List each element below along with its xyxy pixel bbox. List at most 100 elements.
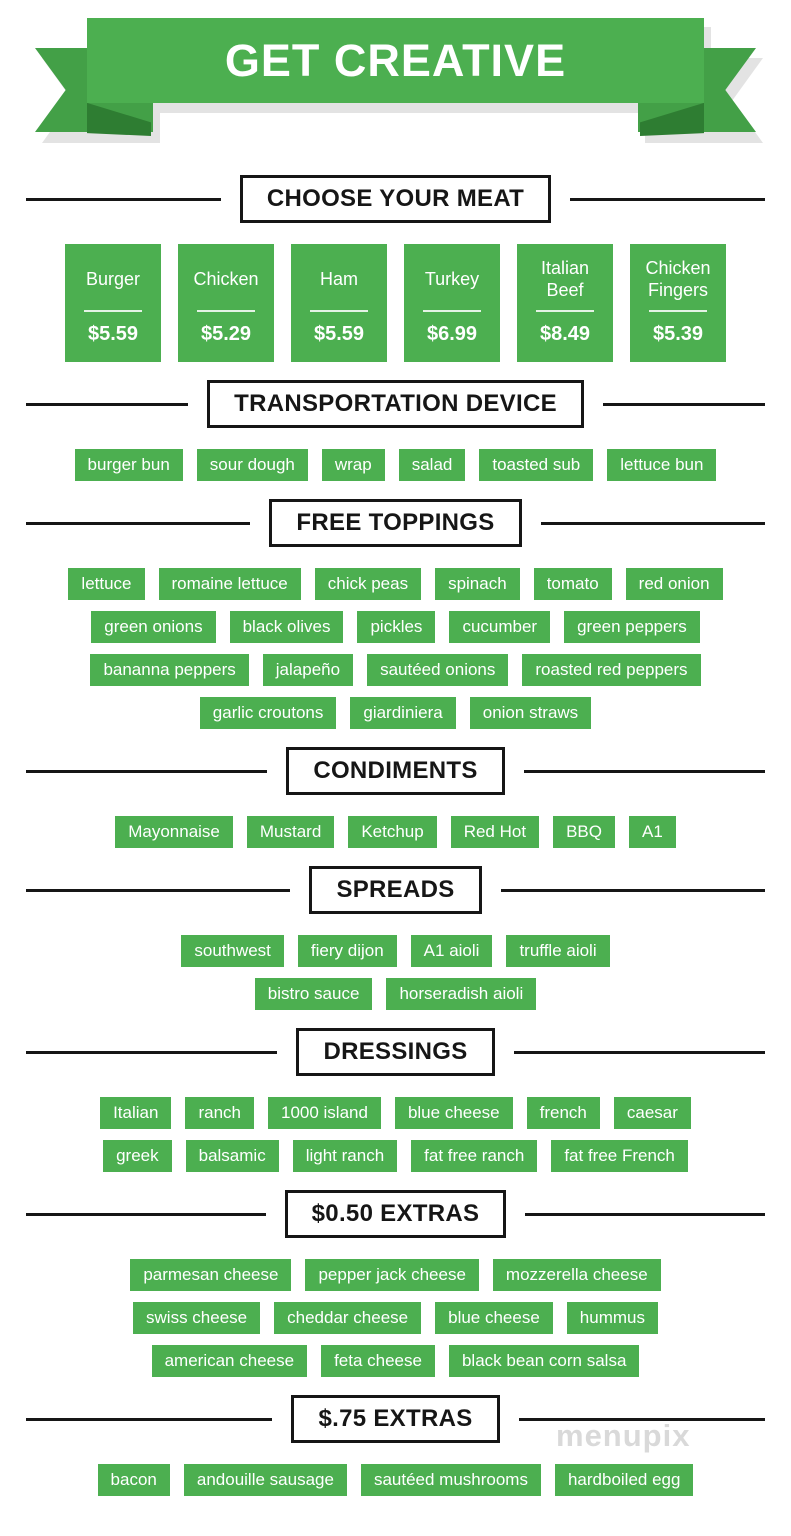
menu-item-pill: 1000 island (267, 1097, 381, 1129)
header-rule-right (518, 1417, 765, 1421)
section-rows: parmesan cheese pepper jack cheese mozze… (0, 1259, 791, 1377)
menu-item-pill: tomato (533, 568, 612, 600)
menu-item-pill: burger bun (74, 449, 183, 481)
header-rule-left (26, 769, 268, 773)
menu-item-pill: roasted red peppers (522, 654, 701, 686)
menu-item-pill: giardiniera (350, 697, 456, 729)
menu-section: $.75 EXTRAS bacon andouille sausage saut… (0, 1395, 791, 1496)
pill-row: bacon andouille sausage sautéed mushroom… (0, 1464, 791, 1496)
meat-divider (310, 310, 368, 312)
menu-item-pill: black olives (229, 611, 344, 643)
meat-price: $5.59 (87, 322, 139, 345)
pill-row: parmesan cheese pepper jack cheese mozze… (0, 1259, 791, 1291)
menu-item-pill: light ranch (292, 1140, 398, 1172)
pill-row: greek balsamic light ranch fat free ranc… (0, 1140, 791, 1172)
section-header: CONDIMENTS (26, 747, 765, 795)
menu-item-pill: fat free French (551, 1140, 688, 1172)
menu-item-pill: sautéed mushrooms (360, 1464, 541, 1496)
menu-section: SPREADS southwest fiery dijon A1 aioli t… (0, 866, 791, 1010)
section-title: FREE TOPPINGS (296, 509, 495, 536)
pill-row: bananna peppers jalapeño sautéed onions … (0, 654, 791, 686)
menu-item-pill: jalapeño (262, 654, 354, 686)
menu-item-pill: fat free ranch (411, 1140, 538, 1172)
menu-item-pill: black bean corn salsa (448, 1345, 640, 1377)
menu-item-pill: horseradish aioli (386, 978, 537, 1010)
meat-name: Turkey (424, 269, 480, 289)
menu-item-pill: caesar (613, 1097, 691, 1129)
section-title-box: DRESSINGS (296, 1028, 495, 1076)
section-rows: Burger $5.59 Chicken $5.29 Ham $5.59 Tur… (0, 244, 791, 362)
meat-divider (536, 310, 594, 312)
menu-item-pill: mozzerella cheese (492, 1259, 661, 1291)
menu-section: FREE TOPPINGS lettuce romaine lettuce ch… (0, 499, 791, 729)
menu-item-pill: BBQ (553, 816, 615, 848)
meat-price: $5.29 (200, 322, 252, 345)
menu-sections: CHOOSE YOUR MEAT Burger $5.59 Chicken $5… (0, 175, 791, 1496)
section-header: $0.50 EXTRAS (26, 1190, 765, 1238)
meat-card: Chicken $5.29 (178, 244, 274, 362)
menu-item-pill: blue cheese (435, 1302, 553, 1334)
menu-item-pill: southwest (181, 935, 284, 967)
header-rule-right (523, 769, 765, 773)
section-title-box: CHOOSE YOUR MEAT (239, 175, 552, 223)
meat-card: Turkey $6.99 (404, 244, 500, 362)
header-rule-right (513, 1050, 766, 1054)
header-rule-left (26, 888, 291, 892)
menu-item-pill: hummus (566, 1302, 658, 1334)
section-title: CHOOSE YOUR MEAT (266, 185, 525, 212)
menu-item-pill: ranch (185, 1097, 254, 1129)
section-rows: southwest fiery dijon A1 aioli truffle a… (0, 935, 791, 1010)
menu-item-pill: chick peas (314, 568, 422, 600)
pill-row: lettuce romaine lettuce chick peas spina… (0, 568, 791, 600)
menu-item-pill: green peppers (564, 611, 700, 643)
pill-row: burger bun sour dough wrap salad toasted… (0, 449, 791, 481)
section-title-box: CONDIMENTS (286, 747, 505, 795)
section-rows: Mayonnaise Mustard Ketchup Red Hot BBQ A… (0, 816, 791, 848)
menu-item-pill: cheddar cheese (274, 1302, 422, 1334)
header-rule-left (26, 1050, 278, 1054)
menu-item-pill: onion straws (469, 697, 592, 729)
menu-section: DRESSINGS Italian ranch 1000 island blue… (0, 1028, 791, 1172)
header-rule-right (525, 1212, 765, 1216)
menu-item-pill: pickles (357, 611, 436, 643)
meat-divider (649, 310, 707, 312)
menu-item-pill: bistro sauce (254, 978, 373, 1010)
pill-row: southwest fiery dijon A1 aioli truffle a… (0, 935, 791, 967)
menu-item-pill: Mayonnaise (115, 816, 233, 848)
section-rows: Italian ranch 1000 island blue cheese fr… (0, 1097, 791, 1172)
menu-item-pill: pepper jack cheese (305, 1259, 479, 1291)
menu-section: TRANSPORTATION DEVICE burger bun sour do… (0, 380, 791, 481)
pill-row: Mayonnaise Mustard Ketchup Red Hot BBQ A… (0, 816, 791, 848)
menu-item-pill: parmesan cheese (130, 1259, 292, 1291)
menu-item-pill: balsamic (185, 1140, 279, 1172)
section-header: DRESSINGS (26, 1028, 766, 1076)
menu-section: CHOOSE YOUR MEAT Burger $5.59 Chicken $5… (0, 175, 791, 362)
meat-name: Burger (85, 269, 141, 289)
menu-item-pill: Ketchup (348, 816, 437, 848)
menu-item-pill: wrap (321, 449, 385, 481)
menu-item-pill: greek (103, 1140, 172, 1172)
header-rule-left (26, 1212, 266, 1216)
menu-item-pill: lettuce (68, 568, 145, 600)
menu-item-pill: A1 aioli (410, 935, 493, 967)
pill-row: bistro sauce horseradish aioli (0, 978, 791, 1010)
section-title: SPREADS (336, 876, 455, 903)
meat-name: Chicken (193, 269, 259, 289)
menu-item-pill: green onions (91, 611, 216, 643)
poster-title: GET CREATIVE (224, 34, 567, 86)
menu-item-pill: sour dough (196, 449, 308, 481)
header-rule-left (26, 197, 221, 201)
menu-item-pill: feta cheese (321, 1345, 435, 1377)
section-header: $.75 EXTRAS (26, 1395, 765, 1443)
menu-item-pill: garlic croutons (199, 697, 337, 729)
meat-price: $8.49 (539, 322, 591, 345)
pill-row: garlic croutons giardiniera onion straws (0, 697, 791, 729)
menu-item-pill: Red Hot (450, 816, 540, 848)
section-title: $.75 EXTRAS (318, 1405, 473, 1432)
pill-row: american cheese feta cheese black bean c… (0, 1345, 791, 1377)
meat-divider (423, 310, 481, 312)
meat-card: Chicken Fingers $5.39 (630, 244, 726, 362)
menu-item-pill: Italian (100, 1097, 172, 1129)
meat-card-row: Burger $5.59 Chicken $5.29 Ham $5.59 Tur… (0, 244, 791, 362)
menu-item-pill: cucumber (449, 611, 551, 643)
